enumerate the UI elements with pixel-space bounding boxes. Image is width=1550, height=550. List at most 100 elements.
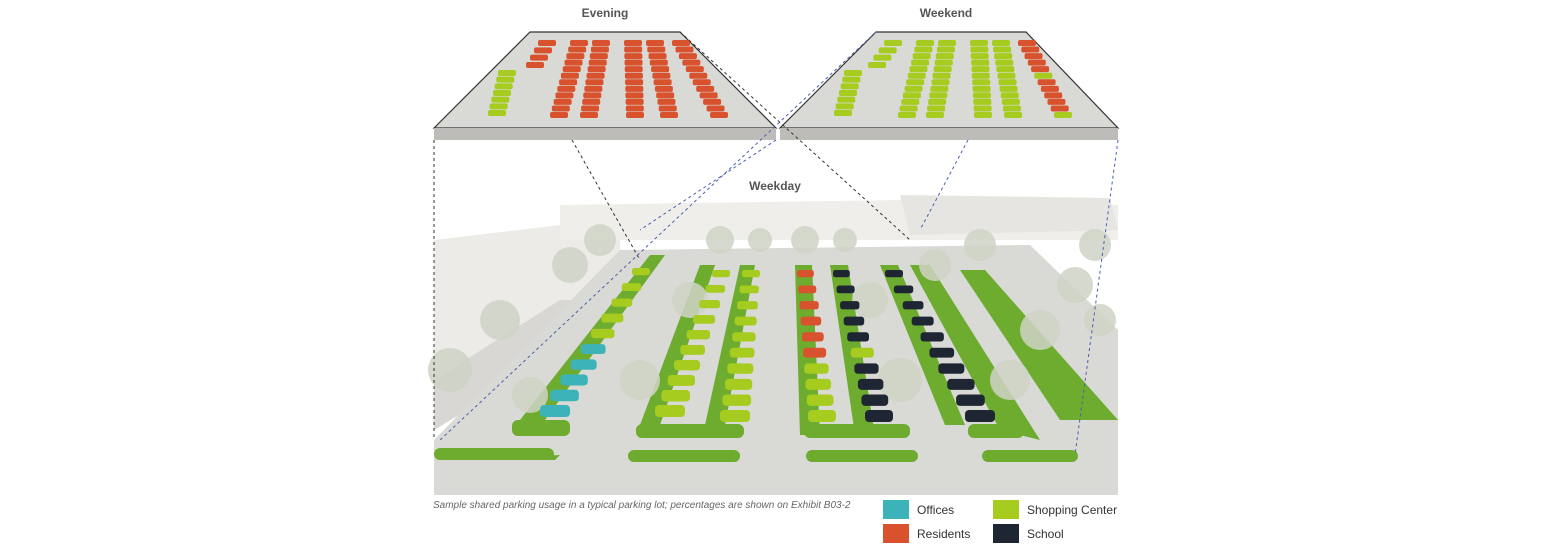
offices-swatch: [883, 500, 909, 519]
car: [999, 85, 1018, 92]
car: [493, 90, 511, 96]
car: [901, 98, 920, 105]
car: [898, 112, 916, 118]
car: [996, 66, 1015, 73]
car: [1034, 72, 1053, 79]
car: [970, 53, 989, 60]
car: [580, 112, 598, 118]
car: [893, 285, 914, 294]
car: [625, 85, 644, 92]
tree: [919, 249, 951, 281]
car: [973, 105, 992, 112]
car: [928, 98, 947, 105]
car: [682, 59, 701, 66]
car: [836, 285, 855, 294]
car: [906, 79, 925, 86]
car: [624, 72, 643, 79]
car: [590, 46, 609, 53]
tree: [791, 226, 819, 254]
car: [854, 363, 879, 374]
car: [592, 40, 610, 46]
car: [974, 112, 992, 118]
car: [658, 105, 677, 112]
car: [689, 72, 708, 79]
car: [678, 53, 697, 60]
weekend-label: Weekend: [919, 6, 973, 20]
car: [570, 40, 588, 46]
car: [992, 40, 1010, 46]
tree: [584, 224, 616, 256]
car: [1004, 112, 1022, 118]
car: [932, 72, 951, 79]
weekend-inset: [778, 31, 1120, 140]
car: [914, 46, 933, 53]
car: [971, 59, 990, 66]
car: [833, 270, 850, 278]
grass-strip: [434, 448, 554, 460]
car: [1002, 105, 1021, 112]
car: [699, 92, 718, 99]
grass-strip: [804, 424, 910, 438]
car: [562, 66, 581, 73]
car: [534, 47, 552, 54]
car: [929, 347, 955, 358]
tree: [552, 247, 588, 283]
tree: [878, 358, 922, 402]
car: [646, 40, 664, 46]
grass-strip: [968, 424, 1024, 438]
car: [583, 92, 602, 99]
car: [555, 92, 574, 99]
car: [588, 59, 607, 66]
car: [837, 96, 856, 103]
car: [971, 72, 990, 79]
car: [685, 66, 704, 73]
car: [621, 283, 642, 291]
car: [970, 46, 989, 53]
car: [1054, 112, 1072, 118]
car: [732, 332, 756, 342]
car: [611, 298, 633, 307]
car: [586, 72, 605, 79]
car: [584, 85, 603, 92]
tree: [852, 282, 888, 318]
car: [560, 72, 579, 79]
car: [929, 92, 948, 99]
car: [538, 40, 556, 46]
car: [840, 83, 859, 90]
school-swatch: [993, 524, 1019, 543]
car: [737, 301, 758, 310]
car: [865, 410, 893, 422]
grass-strip: [806, 450, 918, 462]
car: [692, 79, 711, 86]
legend-shopping-center: Shopping Center: [993, 500, 1117, 519]
car: [805, 378, 832, 390]
car: [843, 316, 865, 326]
car: [591, 328, 615, 339]
shopping-center-swatch: [993, 500, 1019, 519]
car: [648, 53, 667, 60]
car: [582, 98, 601, 105]
car: [657, 98, 676, 105]
car: [654, 85, 673, 92]
car: [909, 66, 928, 73]
grass-strip: [628, 450, 740, 462]
car: [842, 76, 861, 83]
car: [884, 40, 902, 46]
car: [686, 330, 710, 340]
grass-strip: [636, 424, 744, 438]
legend-label: Residents: [917, 526, 971, 541]
car: [873, 54, 892, 61]
car: [931, 79, 950, 86]
car: [850, 347, 874, 358]
car: [712, 270, 730, 278]
car: [1024, 53, 1043, 60]
car: [705, 285, 725, 293]
car: [935, 53, 954, 60]
car: [699, 300, 720, 309]
car: [498, 70, 516, 76]
car: [997, 72, 1016, 79]
car: [1001, 98, 1020, 105]
car: [652, 72, 671, 79]
car: [847, 332, 869, 342]
car: [885, 270, 903, 278]
